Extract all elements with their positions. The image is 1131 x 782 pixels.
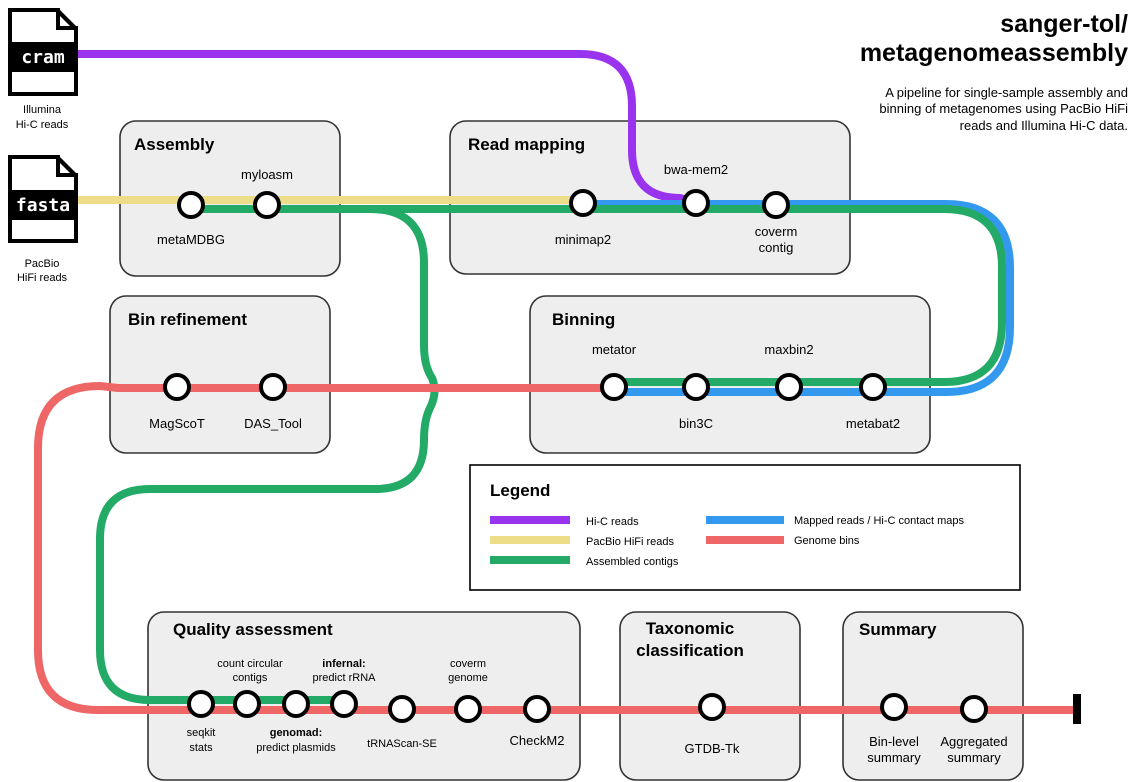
node-magscot: [163, 373, 191, 401]
assembly-title: Assembly: [134, 135, 215, 154]
label-bin-level-2: summary: [867, 750, 921, 765]
label-das-tool: DAS_Tool: [244, 416, 302, 431]
label-metamdbg: metaMDBG: [157, 232, 225, 247]
label-infernal-rest: predict rRNA: [313, 672, 377, 684]
binning-box: [529, 295, 931, 454]
label-aggregated-1: Aggregated: [940, 734, 1007, 749]
legend-box: [469, 464, 1021, 591]
hic-line: [78, 50, 698, 207]
summary-box: [842, 611, 1024, 781]
quality-title: Quality assessment: [173, 620, 333, 639]
read-mapping-title: Read mapping: [468, 135, 585, 154]
label-seqkit-1: seqkit: [187, 727, 216, 739]
node-checkm2: [523, 695, 551, 723]
subtitle-line-3: reads and Illumina Hi-C data.: [960, 118, 1128, 133]
node-bin3c: [682, 373, 710, 401]
label-gtdbtk: GTDB-Tk: [685, 741, 740, 756]
legend-label-hic: Hi-C reads: [586, 516, 639, 528]
node-metator: [600, 373, 628, 401]
node-metamdbg: [177, 191, 205, 219]
fasta-label-2: HiFi reads: [17, 272, 68, 284]
node-coverm-contig: [762, 191, 790, 219]
node-coverm-genome: [454, 695, 482, 723]
label-genomad-rest: predict plasmids: [256, 742, 336, 754]
legend-label-hifi: PacBio HiFi reads: [586, 536, 675, 548]
label-coverm-genome-1: coverm: [450, 658, 486, 670]
subtitle-line-1: A pipeline for single-sample assembly an…: [885, 85, 1128, 100]
node-gtdbtk: [698, 693, 726, 721]
label-myloasm: myloasm: [241, 167, 293, 182]
legend-label-bins: Genome bins: [794, 535, 860, 547]
label-minimap2: minimap2: [555, 232, 611, 247]
label-bin3c: bin3C: [679, 416, 713, 431]
node-das-tool: [259, 373, 287, 401]
fasta-file-label: fasta: [16, 195, 70, 216]
fasta-file-icon: fasta: [8, 155, 78, 243]
title-line-1: sanger-tol/: [1000, 10, 1128, 38]
legend-title: Legend: [490, 481, 550, 500]
node-count-circular: [233, 690, 261, 718]
subtitle-line-2: binning of metagenomes using PacBio HiFi: [879, 101, 1128, 116]
cram-label-2: Hi-C reads: [16, 119, 69, 131]
label-coverm-genome-2: genome: [448, 672, 488, 684]
label-genomad-bold: genomad:: [270, 727, 323, 739]
label-metator: metator: [592, 342, 637, 357]
legend: Legend Hi-C reads PacBio HiFi reads Asse…: [469, 464, 1021, 591]
label-coverm-contig-2: contig: [759, 240, 794, 255]
node-maxbin2: [775, 373, 803, 401]
label-aggregated-2: summary: [947, 750, 1001, 765]
label-infernal-bold: infernal:: [322, 658, 365, 670]
node-trnascan: [388, 695, 416, 723]
label-metabat2: metabat2: [846, 416, 900, 431]
section-boxes: [109, 120, 1024, 781]
summary-title: Summary: [859, 620, 937, 639]
label-count-circular-2: contigs: [233, 672, 268, 684]
label-trnascan: tRNAScan-SE: [367, 738, 437, 750]
node-bin-level: [880, 693, 908, 721]
node-aggregated: [960, 695, 988, 723]
legend-label-contigs: Assembled contigs: [586, 556, 679, 568]
node-seqkit: [187, 690, 215, 718]
bin-refinement-title: Bin refinement: [128, 310, 247, 329]
cram-label-1: Illumina: [23, 104, 62, 116]
label-bwa-mem2: bwa-mem2: [664, 162, 728, 177]
binning-title: Binning: [552, 310, 615, 329]
legend-label-mapped: Mapped reads / Hi-C contact maps: [794, 515, 964, 527]
cram-file-label: cram: [21, 47, 65, 68]
node-genomad: [282, 690, 310, 718]
taxonomic-title-1: Taxonomic: [646, 619, 734, 638]
node-bwa-mem2: [682, 189, 710, 217]
metro-lines: [34, 50, 1081, 724]
label-checkm2: CheckM2: [510, 733, 565, 748]
label-count-circular-1: count circular: [217, 658, 283, 670]
label-magscot: MagScoT: [149, 416, 205, 431]
nodes: [163, 189, 988, 723]
node-metabat2: [859, 373, 887, 401]
node-myloasm: [253, 191, 281, 219]
cram-file-icon: cram: [8, 8, 78, 96]
bins-line: [34, 382, 1075, 714]
bin-refinement-box: [109, 295, 331, 454]
label-maxbin2: maxbin2: [764, 342, 813, 357]
node-infernal: [330, 690, 358, 718]
label-bin-level-1: Bin-level: [869, 734, 919, 749]
contigs-branch-line: [96, 205, 439, 704]
node-minimap2: [569, 189, 597, 217]
contigs-line: [191, 205, 1006, 386]
title-line-2: metagenomeassembly: [860, 39, 1128, 67]
mapped-line: [583, 200, 1014, 396]
label-coverm-contig-1: coverm: [755, 224, 798, 239]
node-labels: metaMDBG myloasm minimap2 bwa-mem2 cover…: [149, 162, 1007, 765]
taxonomic-title-2: classification: [636, 641, 744, 660]
fasta-label-1: PacBio: [25, 258, 60, 270]
label-seqkit-2: stats: [189, 742, 213, 754]
